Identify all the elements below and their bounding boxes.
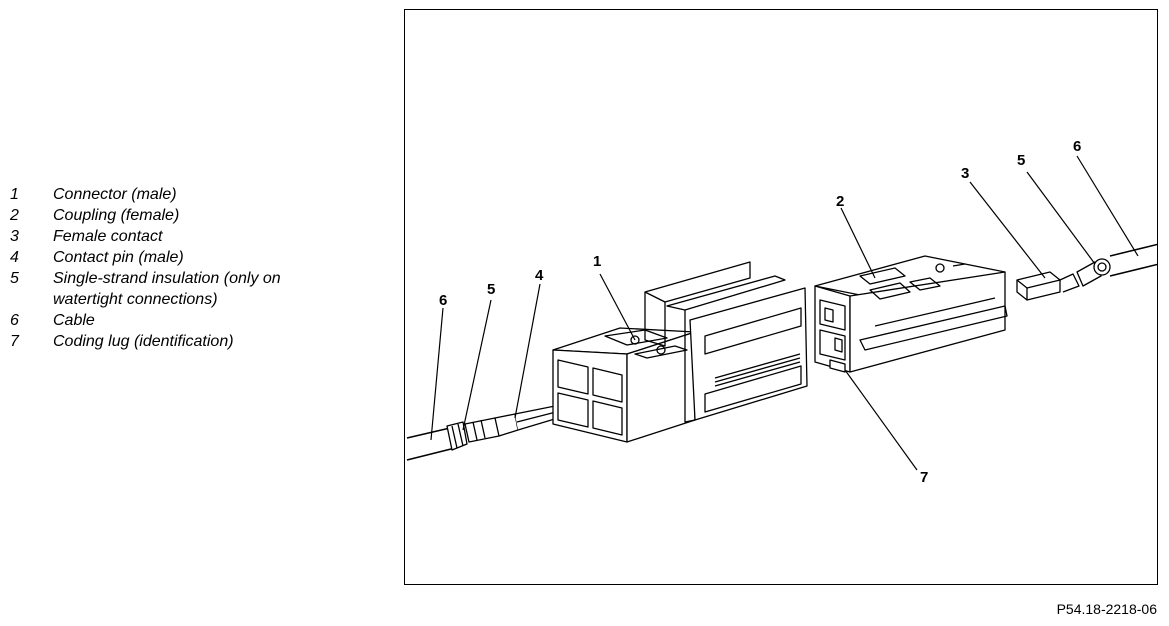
figure-id: P54.18-2218-06 <box>1056 601 1157 617</box>
legend-item: 6 Cable <box>10 310 353 331</box>
callout-7: 7 <box>920 469 928 486</box>
legend-label: Female contact <box>53 228 163 245</box>
legend-label: Contact pin (male) <box>53 249 184 266</box>
legend-number: 1 <box>10 186 19 203</box>
legend-number: 3 <box>10 228 19 245</box>
left-single-strand-insulation <box>446 421 468 451</box>
left-cable <box>406 427 456 461</box>
legend-item: 5 Single-strand insulation (only on wate… <box>10 268 353 310</box>
legend-item: 4 Contact pin (male) <box>10 247 353 268</box>
callout-6-left: 6 <box>439 292 447 309</box>
callout-6-right: 6 <box>1073 138 1081 155</box>
male-connector <box>552 261 808 443</box>
legend-label: Cable <box>53 312 95 329</box>
legend-label: Coupling (female) <box>53 207 180 224</box>
callout-2: 2 <box>836 193 844 210</box>
legend-item: 7 Coding lug (identification) <box>10 331 353 352</box>
callout-4: 4 <box>535 267 544 284</box>
legend-item: 3 Female contact <box>10 226 353 247</box>
legend-item: 1 Connector (male) <box>10 184 353 205</box>
female-coupling <box>814 255 1008 373</box>
legend-label: Connector (male) <box>53 186 177 203</box>
callout-3: 3 <box>961 165 969 182</box>
legend-number: 7 <box>10 333 19 350</box>
connector-drawing: 6 5 4 1 2 3 5 6 7 <box>406 138 1157 486</box>
callout-1: 1 <box>593 253 601 270</box>
legend-item: 2 Coupling (female) <box>10 205 353 226</box>
legend-label: Single-strand insulation (only on watert… <box>53 270 281 308</box>
right-single-strand-insulation <box>1076 258 1111 287</box>
callout-5-left: 5 <box>487 281 495 298</box>
female-contact <box>1016 271 1080 301</box>
callout-5-right: 5 <box>1017 152 1025 169</box>
legend-number: 5 <box>10 270 19 287</box>
connector-illustration: 6 5 4 1 2 3 5 6 7 <box>404 9 1158 585</box>
legend-number: 2 <box>10 207 19 224</box>
contact-pin <box>464 405 559 443</box>
legend-number: 4 <box>10 249 19 266</box>
legend-label: Coding lug (identification) <box>53 333 234 350</box>
legend-number: 6 <box>10 312 19 329</box>
legend: 1 Connector (male) 2 Coupling (female) 3… <box>10 184 353 352</box>
callout-leaders <box>430 155 1139 471</box>
